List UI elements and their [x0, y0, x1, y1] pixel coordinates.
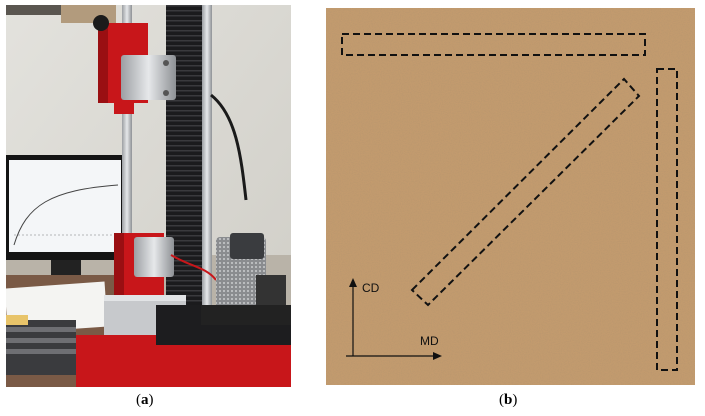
caption-b: (b) [499, 392, 518, 408]
control-pendant [201, 233, 291, 325]
paperboard-sample-layout: CD MD [326, 8, 695, 385]
cd-sample-outline [656, 68, 678, 371]
direction-axes: CD MD [346, 278, 442, 360]
md-arrow-icon [433, 352, 442, 360]
caption-a-letter: a [141, 392, 149, 408]
papers-on-desk [6, 281, 108, 375]
upper-grip [93, 15, 176, 114]
md-sample-outline [341, 33, 646, 56]
tensile-tester-photo [6, 5, 291, 387]
cd-axis-label: CD [362, 281, 380, 295]
paperboard-illustration: CD MD [326, 8, 695, 385]
computer-monitor [6, 155, 124, 275]
caption-a: (a) [136, 392, 154, 408]
md-axis-label: MD [420, 334, 439, 348]
tensile-tester-illustration [6, 5, 291, 387]
caption-b-letter: b [504, 392, 513, 408]
diagonal-sample-outline [410, 77, 641, 307]
machine-base [76, 295, 291, 387]
cd-arrow-icon [349, 278, 357, 287]
